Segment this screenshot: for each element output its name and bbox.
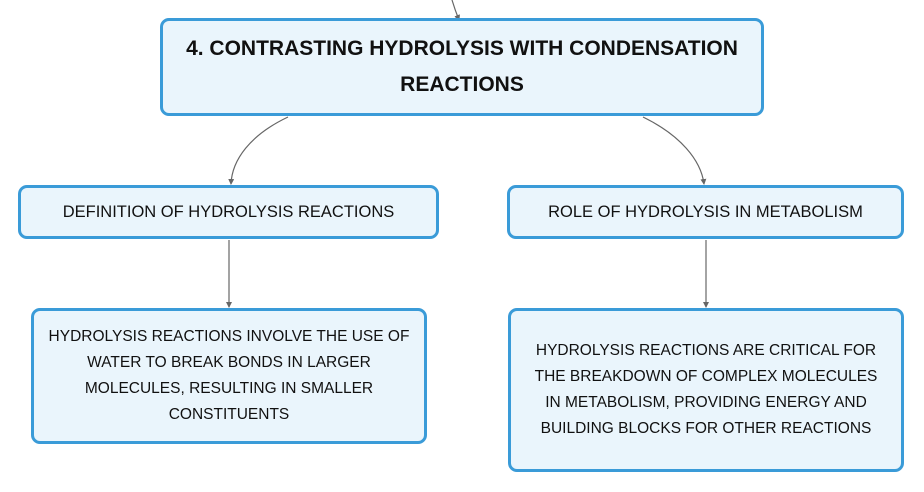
connector-root-to-metabolism — [642, 116, 707, 185]
detail-text-definition: HYDROLYSIS REACTIONS INVOLVE THE USE OF … — [48, 328, 410, 423]
detail-node-definition[interactable]: HYDROLYSIS REACTIONS INVOLVE THE USE OF … — [31, 308, 427, 444]
topic-node-definition[interactable]: DEFINITION OF HYDROLYSIS REACTIONS — [18, 185, 439, 239]
detail-text-metabolism: HYDROLYSIS REACTIONS ARE CRITICAL FOR TH… — [534, 342, 878, 437]
connector-parent-to-root — [451, 0, 460, 21]
detail-node-metabolism[interactable]: HYDROLYSIS REACTIONS ARE CRITICAL FOR TH… — [508, 308, 904, 472]
topic-label-definition: DEFINITION OF HYDROLYSIS REACTIONS — [62, 202, 395, 221]
root-topic-title: 4. CONTRASTING HYDROLYSIS WITH CONDENSAT… — [186, 37, 738, 96]
topic-node-metabolism[interactable]: ROLE OF HYDROLYSIS IN METABOLISM — [507, 185, 904, 239]
topic-label-metabolism: ROLE OF HYDROLYSIS IN METABOLISM — [548, 202, 863, 221]
root-topic-node[interactable]: 4. CONTRASTING HYDROLYSIS WITH CONDENSAT… — [160, 18, 764, 116]
connector-root-to-definition — [228, 116, 289, 185]
